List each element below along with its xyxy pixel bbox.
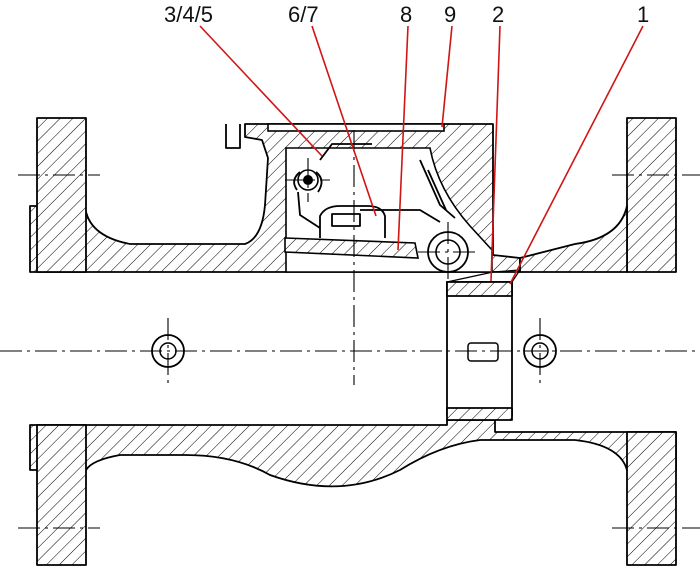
left-flange-lower	[36, 424, 87, 566]
seat-pin	[467, 342, 499, 362]
spring-leg-lower	[297, 191, 321, 229]
disc-arm	[360, 209, 441, 223]
callout-labels: 3/4/5 6/7 8 9 2 1	[164, 2, 649, 27]
callout-label-2: 2	[492, 2, 504, 27]
callout-label-3-4-5: 3/4/5	[164, 2, 213, 27]
bonnet-cover	[267, 123, 445, 132]
right-flange-upper	[626, 117, 677, 273]
seat-ring-bottom-band	[446, 407, 513, 421]
callout-label-9: 9	[444, 2, 456, 27]
disc	[284, 237, 419, 259]
hinge-spring-arm	[419, 159, 456, 219]
leader-lines	[199, 25, 644, 285]
hinge-spring-arm-2	[427, 169, 447, 211]
right-flange-lower	[626, 431, 677, 566]
seat-ring-top-band	[446, 281, 513, 297]
spring-leg	[319, 143, 372, 161]
callout-label-6-7: 6/7	[288, 2, 319, 27]
center-lines	[0, 130, 700, 529]
right-body-upper	[519, 205, 628, 273]
valve-body-lower	[29, 419, 677, 488]
bonnet-lug	[225, 124, 241, 149]
disc-nut	[331, 213, 361, 227]
callout-label-8: 8	[400, 2, 412, 27]
callout-label-1: 1	[637, 2, 649, 27]
left-flange-upper	[36, 117, 87, 273]
seat-gasket	[446, 269, 522, 283]
